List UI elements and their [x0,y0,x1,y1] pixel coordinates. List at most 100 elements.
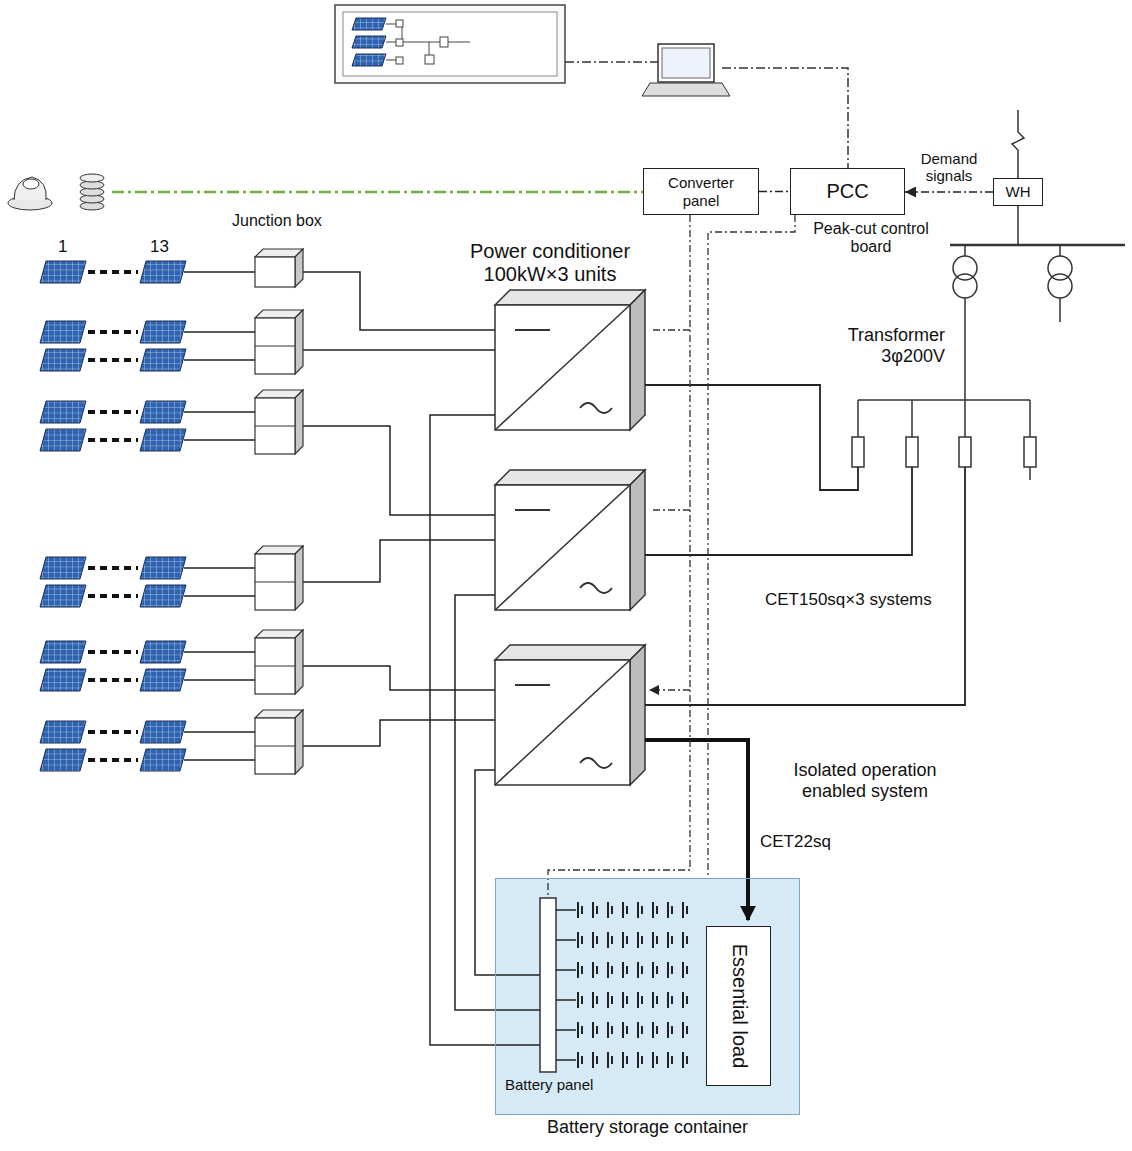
battery-cell [593,1052,597,1068]
string-wire [184,731,255,733]
panel-string [88,594,138,598]
string-wire [184,567,255,569]
battery-cell [653,962,657,978]
battery-cell [683,932,687,948]
signal-line [565,62,848,168]
battery-panel [540,898,556,1072]
battery-cell [578,1022,582,1038]
battery-cell [623,962,627,978]
power-conditioner [495,290,645,430]
power-conditioners [495,290,645,785]
battery-cell [593,992,597,1008]
battery-cell [683,1022,687,1038]
control-board: PCC [790,168,905,215]
pv-panel [140,401,186,423]
battery-cell [608,1052,612,1068]
battery-cell [683,902,687,918]
battery-cell [668,1052,672,1068]
pv-panel [40,749,86,771]
pv-panel [40,557,86,579]
battery-cell [593,962,597,978]
battery-cell [668,962,672,978]
pv-panel [140,749,186,771]
node-text: Battery storage container [466,1117,829,1138]
string-wire [184,411,255,413]
battery-cell [578,992,582,1008]
power-conditioner [495,470,645,610]
node-text: Essential load [727,944,750,1069]
isolated-feed [645,740,748,920]
power-conditioner [495,645,645,785]
junction-boxes [255,249,303,774]
control-lines [548,215,795,898]
pv-panel [40,641,86,663]
battery-cell [623,992,627,1008]
battery-cell [653,992,657,1008]
battery-cell [623,932,627,948]
pv-panel [40,401,86,423]
node-text: WH [1006,183,1031,200]
panel-string [88,730,138,734]
pv-panel [40,669,86,691]
panel-string [88,410,138,414]
pv-panel [140,261,186,283]
string-wire [184,595,255,597]
note-label: Isolated operation enabled system [765,760,965,801]
battery-cell [623,1052,627,1068]
battery-cells [556,902,687,1068]
pv-panel [40,261,86,283]
signal-connector [759,191,790,193]
panel-string [88,358,138,362]
node-text: Converter panel [648,174,754,209]
part-label: Peak-cut control board [805,220,937,257]
part-label: Battery panel [505,1076,593,1093]
junction-box [255,390,303,454]
signal-connector [905,191,993,193]
grid-connection [852,110,1125,480]
junction-box [255,630,303,694]
battery-cell [668,902,672,918]
module-number: 13 [150,237,169,257]
battery-cell [593,1022,597,1038]
battery-cell [653,902,657,918]
battery-cell [638,902,642,918]
battery-cell [683,992,687,1008]
dc-wiring [303,272,540,1045]
battery-cell [668,932,672,948]
battery-cell [578,932,582,948]
monitor-screen [335,5,565,83]
string-wire [184,359,255,361]
pv-panel [140,349,186,371]
battery-cell [638,962,642,978]
battery-cell [668,992,672,1008]
module-number: 1 [58,237,67,257]
battery-cell [623,1022,627,1038]
sensor-line [112,191,643,194]
cell-lead [556,1029,576,1031]
panel-string [88,330,138,334]
pv-panel [40,349,86,371]
battery-cell [578,1052,582,1068]
battery-cell [608,962,612,978]
pv-arrays [40,261,255,771]
battery-cell [653,1022,657,1038]
essential-load: Essential load [706,926,771,1086]
cell-lead [556,969,576,971]
string-wire [184,439,255,441]
pv-panel [40,585,86,607]
battery-cell [653,1052,657,1068]
battery-cell [653,932,657,948]
ac-wiring [645,385,965,705]
junction-box [255,249,303,287]
panel-string [88,678,138,682]
junction-box [255,546,303,610]
pyranometer [8,177,52,210]
battery-cell [578,962,582,978]
laptop [642,44,730,96]
part-label: Transformer 3φ200V [820,325,945,366]
watt-hour-meter: WH [993,178,1043,206]
cell-lead [556,909,576,911]
pv-panel [40,429,86,451]
battery-cell [608,992,612,1008]
